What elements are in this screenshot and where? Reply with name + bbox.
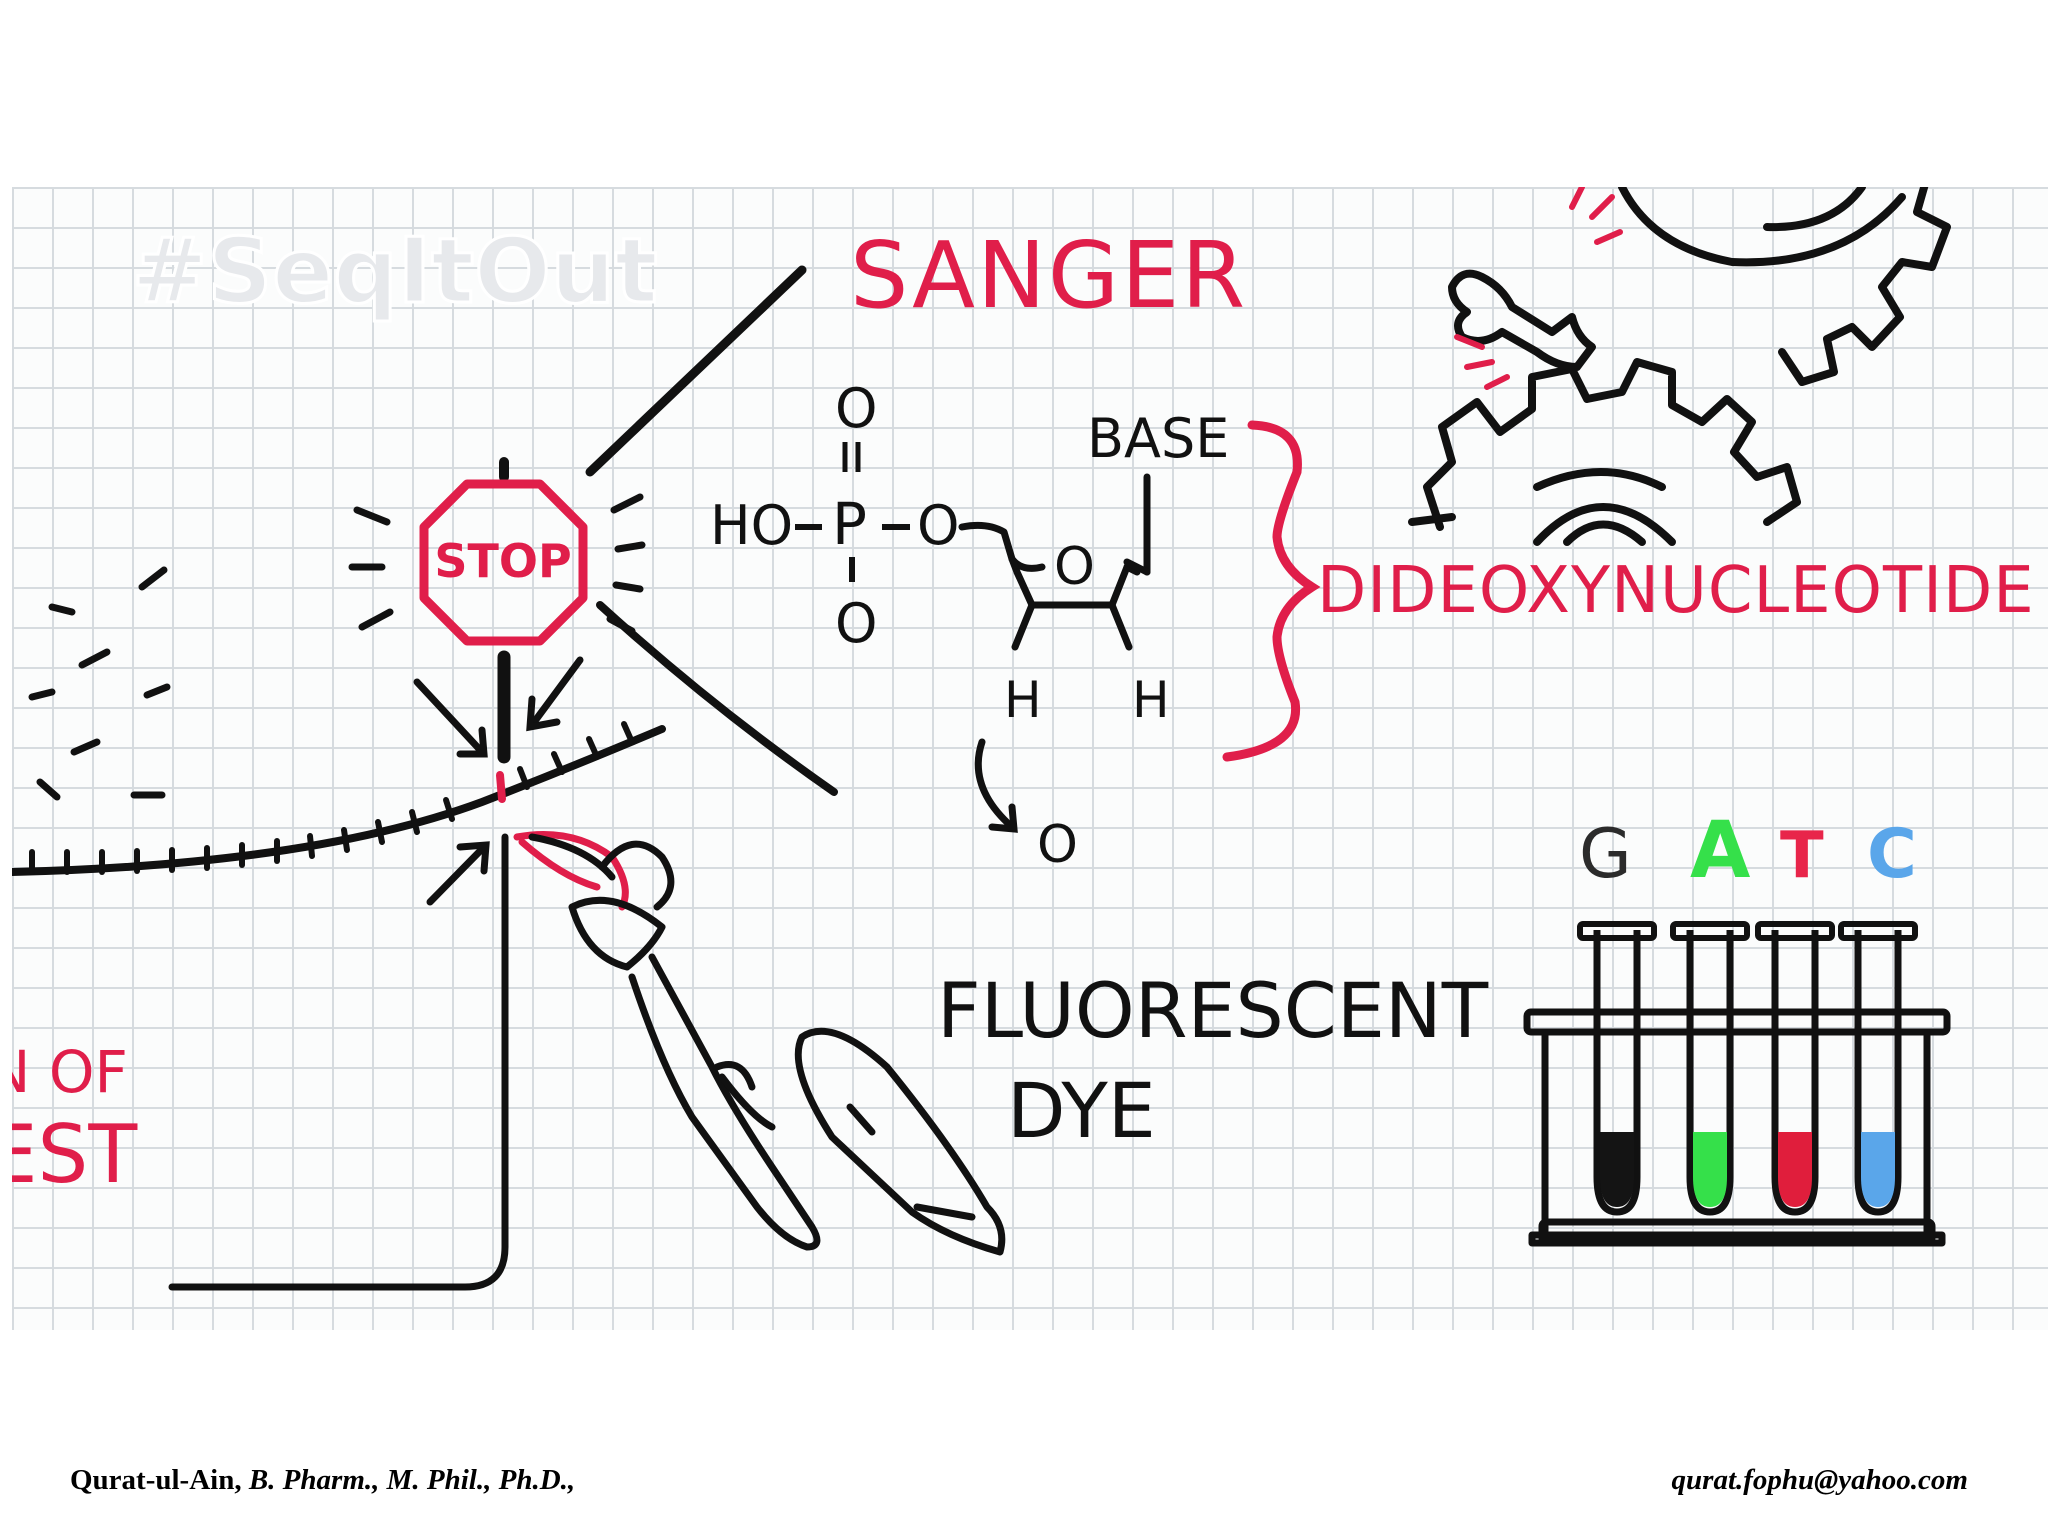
test-tube-rack <box>1523 921 1951 1247</box>
phosphate-o-bottom: O <box>835 592 878 655</box>
dideoxynucleotide-label: DIDEOXYNUCLEOTIDE <box>1317 554 2035 628</box>
letter-g: G <box>1579 815 1632 894</box>
sanger-sequencing-illustration: #SeqItOut SANGER STOP <box>12 187 2035 1291</box>
author-email: qurat.fophu@yahoo.com <box>1671 1464 1968 1496</box>
dideoxy-structure: O HO P O O <box>710 377 1229 875</box>
stop-sign: STOP <box>348 457 646 764</box>
tube-c <box>1838 921 1918 1216</box>
insertion-mark <box>496 771 506 803</box>
tube-a-liquid <box>1693 1132 1727 1207</box>
cut-text-line2: EST <box>12 1108 138 1201</box>
phosphorus-atom: P <box>832 490 867 558</box>
pointer-line-upper <box>585 265 807 477</box>
ribose-ring-o: O <box>1054 537 1095 597</box>
gears-icon <box>1408 187 1951 546</box>
stop-sign-label: STOP <box>434 534 571 588</box>
curly-brace <box>1222 420 1321 762</box>
tube-a <box>1670 921 1750 1216</box>
letter-t: T <box>1780 819 1824 893</box>
dna-strand <box>12 721 666 876</box>
fluorescent-label: FLUORESCENT <box>937 966 1489 1055</box>
pointer-line-lower <box>596 601 838 796</box>
h-left: H <box>1004 671 1042 729</box>
phosphate-o-top: O <box>835 377 878 440</box>
connector <box>168 833 509 1291</box>
whiteboard-grid: #SeqItOut SANGER STOP <box>12 187 2048 1330</box>
base-letters: G A T C <box>1579 806 1917 896</box>
scatter-dashes <box>28 566 171 801</box>
author-name: Qurat-ul-Ain, <box>70 1464 242 1496</box>
tube-t-liquid <box>1778 1132 1812 1207</box>
cut-text-line1: N OF <box>12 1038 128 1106</box>
h-right: H <box>1132 671 1170 729</box>
dye-label: DYE <box>1007 1066 1156 1155</box>
letter-a: A <box>1690 806 1750 896</box>
phosphate-o-link: O <box>917 494 960 557</box>
sanger-title: SANGER <box>850 222 1247 329</box>
tube-g <box>1577 921 1657 1216</box>
base-label: BASE <box>1087 407 1229 470</box>
ho-group: HO <box>710 494 793 557</box>
paintbrush-icon <box>513 831 1006 1256</box>
tube-g-liquid <box>1600 1132 1634 1207</box>
author-credentials: B. Pharm., M. Phil., Ph.D., <box>248 1464 576 1496</box>
author-credit: Qurat-ul-Ain, B. Pharm., M. Phil., Ph.D.… <box>70 1464 575 1497</box>
letter-c: C <box>1867 815 1917 894</box>
watermark-text: #SeqItOut <box>132 219 658 324</box>
tube-c-liquid <box>1861 1132 1895 1207</box>
removed-oxygen: O <box>1037 815 1078 875</box>
tube-t <box>1755 921 1835 1216</box>
